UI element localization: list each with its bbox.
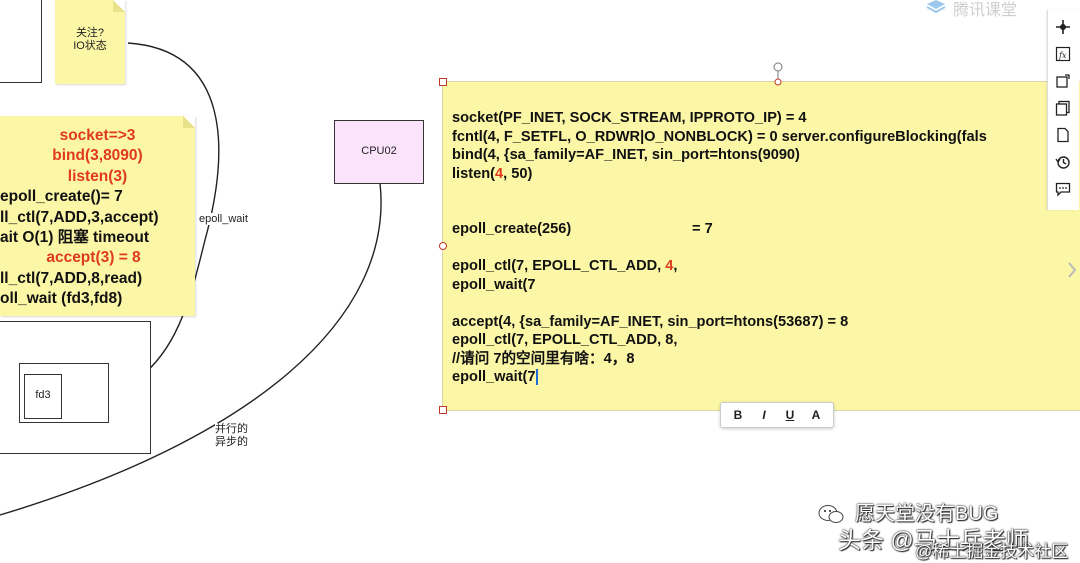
code-line-epoll-create: epoll_create(256) = 7: [452, 220, 713, 239]
wechat-icon: [818, 505, 844, 523]
bold-button[interactable]: B: [733, 408, 743, 422]
resize-handle-top-left[interactable]: [439, 78, 447, 86]
epoll-flow-sticky[interactable]: socket=>3 bind(3,8090) listen(3) epoll_crea…: [0, 116, 195, 316]
rotate-handle[interactable]: [772, 60, 784, 86]
io-sticky-line1: 关注?: [75, 27, 105, 39]
epoll-create-call: epoll_create(256): [452, 221, 572, 237]
sticky-fold: [183, 116, 195, 128]
listen-prefix: listen(: [452, 166, 495, 182]
topright-watermark: 腾讯课堂: [925, 0, 1017, 20]
parallel-async-curve: [0, 182, 382, 516]
sticky-line: listen(3): [67, 167, 128, 185]
sticky-line: socket=>3: [59, 127, 136, 144]
sticky-line: ait O(1) 阻塞 timeout: [0, 229, 149, 247]
io-state-sticky[interactable]: 关注? IO状态: [55, 0, 125, 84]
code-sticky-selection[interactable]: socket(PF_INET, SOCK_STREAM, IPPROTO_IP)…: [442, 81, 1080, 411]
copy-icon[interactable]: [1048, 94, 1078, 121]
code-line-epoll-ctl-4: epoll_ctl(7, EPOLL_CTL_ADD, 4,: [452, 257, 677, 276]
resize-handle-left[interactable]: [439, 242, 447, 250]
code-line-question: //请问 7的空间里有啥：4，8: [452, 351, 635, 367]
parallel-line1: 并行的: [215, 423, 248, 435]
code-line-fcntl: fcntl(4, F_SETFL, O_RDWR|O_NONBLOCK) = 0…: [452, 129, 987, 145]
code-line-socket: socket(PF_INET, SOCK_STREAM, IPPROTO_IP)…: [452, 110, 807, 126]
code-line-listen: listen(4, 50): [452, 165, 532, 184]
format-toolbar: B I U A: [720, 402, 834, 428]
move-icon[interactable]: [1048, 13, 1078, 40]
sticky-line: accept(3) = 8: [46, 249, 141, 267]
listen-fd: 4: [494, 166, 504, 182]
resize-handle-bottom-left[interactable]: [439, 406, 447, 414]
sticky-lines: socket=>3 bind(3,8090) listen(3) epoll_crea…: [0, 126, 195, 310]
sticky-line: oll_wait (fd3,fd8): [0, 290, 123, 308]
text-cursor-selection[interactable]: 7: [527, 369, 538, 385]
epoll-ctl-suffix: ,: [673, 258, 678, 274]
cpu02-label: CPU02: [361, 145, 397, 157]
sticky-line: bind(3,8090): [52, 147, 143, 165]
io-sticky-line2: IO状态: [73, 40, 107, 52]
parallel-line2: 异步的: [215, 436, 248, 448]
parallel-async-label: 并行的 异步的: [215, 423, 248, 449]
crop-icon[interactable]: [1048, 67, 1078, 94]
italic-button[interactable]: I: [762, 408, 766, 422]
fd3-label: fd3: [35, 389, 51, 401]
sticky-line: ll_ctl(7,ADD,3,accept): [0, 208, 159, 226]
code-line-epoll-wait-1: epoll_wait(7: [452, 277, 536, 293]
epoll-wait-prefix: epoll_wait(: [452, 369, 528, 385]
svg-text:fx: fx: [1058, 51, 1067, 60]
listen-suffix: , 50): [503, 166, 533, 182]
epoll-wait-label: epoll_wait: [198, 213, 249, 225]
comment-icon[interactable]: [1048, 175, 1078, 202]
underline-button[interactable]: U: [785, 408, 795, 422]
right-toolbar: fx: [1047, 10, 1079, 210]
sticky-fold: [113, 0, 125, 12]
top-left-box: [0, 0, 42, 83]
formula-icon[interactable]: fx: [1048, 40, 1078, 67]
epoll-create-result: = 7: [692, 221, 713, 237]
chevron-right-icon[interactable]: [1066, 260, 1078, 280]
topright-watermark-text: 腾讯课堂: [953, 2, 1018, 19]
history-icon[interactable]: [1048, 148, 1078, 175]
code-line-bind: bind(4, {sa_family=AF_INET, sin_port=hto…: [452, 147, 800, 163]
page-icon[interactable]: [1048, 121, 1078, 148]
epoll-wait-arrow: [107, 42, 220, 397]
juejin-watermark: @稀土掘金技术社区: [915, 542, 1069, 561]
font-color-button[interactable]: A: [811, 408, 821, 422]
sticky-line: ll_ctl(7,ADD,8,read): [0, 269, 143, 287]
code-line-accept: accept(4, {sa_family=AF_INET, sin_port=h…: [452, 314, 849, 330]
wechat-watermark: 愿天堂没有BUG: [855, 503, 999, 525]
epoll-ctl-prefix: epoll_ctl(7, EPOLL_CTL_ADD,: [452, 258, 666, 274]
fd3-box[interactable]: fd3: [24, 374, 62, 419]
epoll-ctl-fd: 4: [665, 258, 674, 274]
code-line-epoll-ctl-8: epoll_ctl(7, EPOLL_CTL_ADD, 8,: [452, 332, 678, 348]
toutiao-watermark: 头条 @马士兵老师: [838, 527, 1029, 553]
tencent-classroom-logo-icon: [926, 0, 946, 14]
code-line-epoll-wait-2: epoll_wait(7: [452, 368, 538, 387]
code-lines: socket(PF_INET, SOCK_STREAM, IPPROTO_IP)…: [452, 109, 1080, 399]
cpu02-box[interactable]: CPU02: [334, 120, 424, 184]
sticky-line: epoll_create()= 7: [0, 188, 123, 206]
